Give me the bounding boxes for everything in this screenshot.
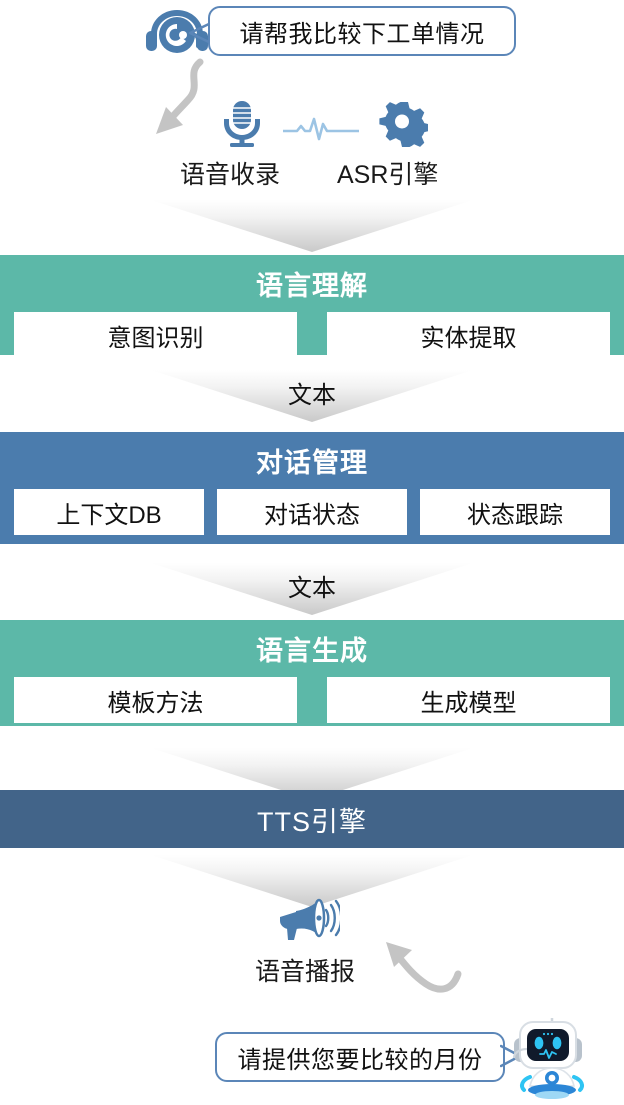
stage-cell-dialog-state[interactable]: 对话状态	[217, 489, 407, 535]
megaphone-icon	[278, 898, 343, 942]
stage-title-tts: TTS引擎	[257, 806, 367, 837]
stage-cell-context-db[interactable]: 上下文DB	[14, 489, 204, 535]
waveform-icon	[281, 113, 361, 145]
stage-panel-tts: TTS引擎	[0, 790, 624, 848]
stage-cell-generative-model[interactable]: 生成模型	[327, 677, 610, 723]
stage-panel-nlu: 语言理解 意图识别 实体提取	[0, 255, 624, 358]
stage-cell-template-method[interactable]: 模板方法	[14, 677, 297, 723]
robot-icon	[508, 1014, 596, 1100]
voice-broadcast-label: 语音播报	[255, 958, 356, 986]
stage-panel-dialog-management: 对话管理 上下文DB 对话状态 状态跟踪	[0, 432, 624, 544]
stage-cell-state-tracking[interactable]: 状态跟踪	[420, 489, 610, 535]
user-speech-bubble: 请帮我比较下工单情况	[208, 6, 516, 56]
flow-connector-2-label: 文本	[288, 382, 336, 409]
flow-connector-1	[151, 200, 473, 252]
stage-panel-nlg: 语言生成 模板方法 生成模型	[0, 620, 624, 726]
voice-capture-label: 语音收录	[180, 161, 281, 189]
gear-icon	[376, 100, 431, 148]
bubble-tail-top	[186, 21, 213, 45]
stage-cell-entity[interactable]: 实体提取	[327, 312, 610, 358]
microphone-icon	[216, 99, 268, 147]
asr-engine-label: ASR引擎	[337, 161, 439, 189]
stage-title-nlg: 语言生成	[256, 636, 368, 666]
curved-arrow-up-left-icon	[356, 940, 466, 1002]
stage-title-dialog-management: 对话管理	[256, 448, 368, 478]
flow-connector-3-label: 文本	[288, 575, 336, 602]
stage-cell-intent[interactable]: 意图识别	[14, 312, 297, 358]
assistant-speech-bubble: 请提供您要比较的月份	[215, 1032, 505, 1082]
assistant-bubble-text: 请提供您要比较的月份	[237, 1046, 483, 1074]
user-bubble-text: 请帮我比较下工单情况	[239, 20, 485, 48]
stage-title-nlu: 语言理解	[256, 271, 368, 301]
curved-arrow-down-icon	[152, 58, 222, 140]
